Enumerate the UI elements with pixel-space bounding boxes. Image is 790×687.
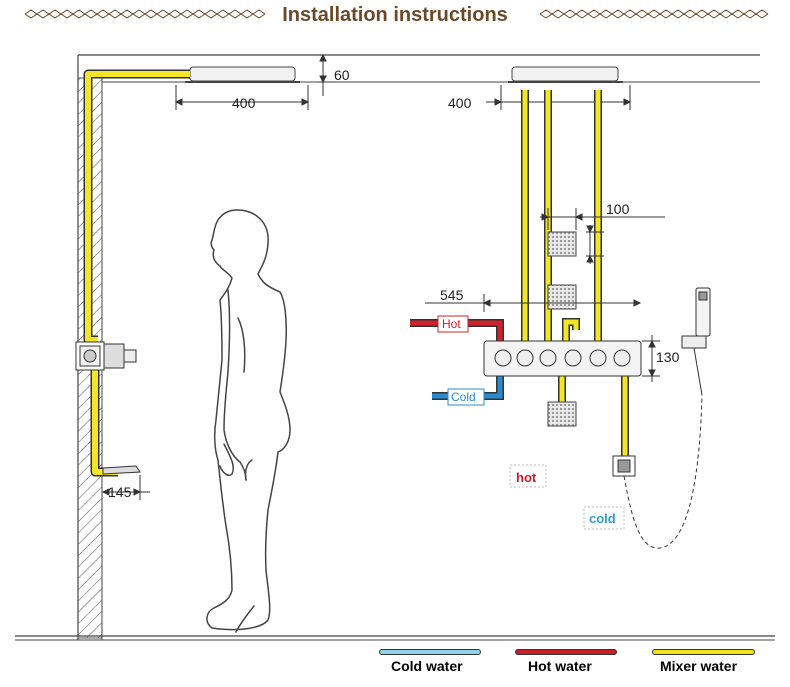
dim-body-spray-spacing [540,208,665,264]
legend-mixer-water: Mixer water [652,649,755,674]
thermostatic-valve-body [483,340,642,377]
dim-valve-distance [425,294,642,312]
cold-tag-box [583,506,625,530]
legend-hot-water: Hot water [515,649,617,674]
left-rain-shower-head [185,66,300,83]
legend-hot-water-label: Hot water [528,658,592,674]
left-mixer-pipe [83,69,190,477]
body-spray-middle [547,284,577,310]
title-ornament-right [539,9,769,19]
hot-inlet-label: Hot [442,317,461,331]
dim-valve-height-label: 130 [656,349,680,365]
legend-cold-water-label: Cold water [391,658,463,674]
dim-left-head-width-label: 400 [232,95,256,111]
hand-shower-hose [623,394,703,549]
cold-tag-label: cold [589,511,616,526]
left-tub-spout [102,465,141,475]
left-mixing-valve [75,341,137,371]
hand-shower [681,287,711,396]
hot-tag-label: hot [516,470,537,485]
floor-line [15,635,775,641]
hand-shower-outlet [612,455,636,477]
right-rain-shower-head [508,66,623,83]
dim-left-head-width [174,85,310,110]
dim-right-head-width [486,85,632,110]
dim-valve-distance-label: 545 [440,287,464,303]
legend-cold-water: Cold water [379,649,481,674]
dim-spout-projection [101,475,150,500]
legend-mixer-water-label: Mixer water [660,658,738,674]
dim-spout-projection-label: 145 [108,484,132,500]
legend: Cold water Hot water Mixer water [379,649,755,674]
dim-body-spray-spacing-label: 100 [606,201,630,217]
dim-right-head-width-label: 400 [448,95,472,111]
body-spray-upper [547,231,577,257]
dim-ceiling-offset-label: 60 [334,67,350,83]
hot-inlet-tag [437,315,469,333]
dim-ceiling-offset [318,53,335,96]
title-ornament-left [24,9,266,19]
hot-tag-box [509,464,547,488]
page-title: Installation instructions [282,4,508,26]
dim-valve-height [642,335,660,382]
body-spray-lower [547,401,577,427]
cold-inlet-label: Cold [451,390,476,404]
cold-inlet-tag [447,388,485,406]
human-figure [206,209,291,633]
